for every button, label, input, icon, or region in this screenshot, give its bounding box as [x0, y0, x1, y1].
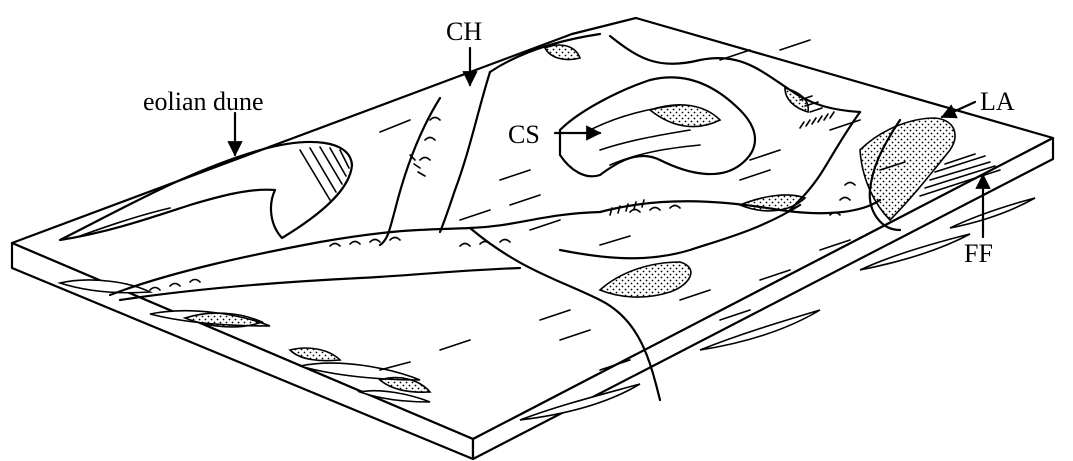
label-ch: CH — [446, 17, 482, 46]
label-cs: CS — [508, 120, 540, 149]
label-la: LA — [980, 87, 1015, 116]
block-body — [12, 18, 1053, 459]
label-ff: FF — [964, 239, 993, 268]
label-eolian-dune: eolian dune — [143, 87, 264, 116]
